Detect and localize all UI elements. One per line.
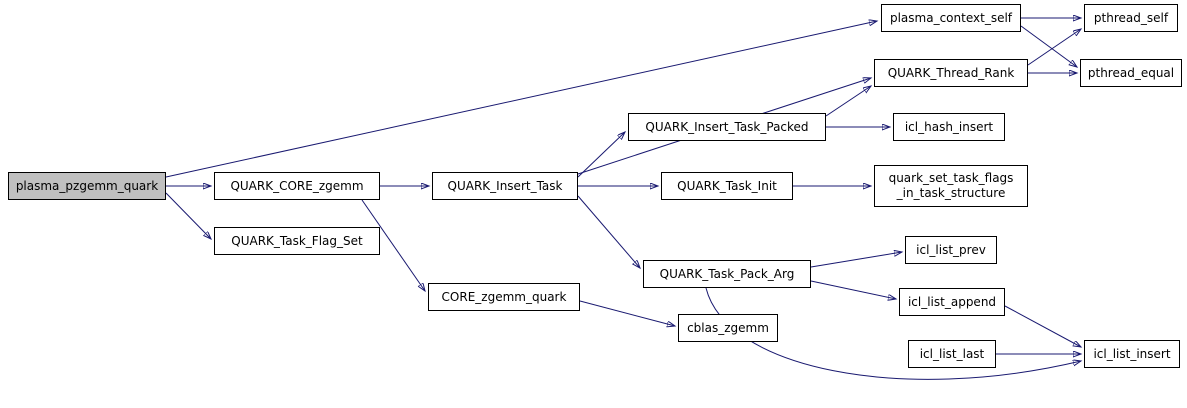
edge-plasma_pzgemm_quark-to-plasma_context_self [165,21,877,178]
edge-icl_list_append-to-icl_list_insert [1004,305,1081,347]
edge-plasma_pzgemm_quark-to-QUARK_Task_Flag_Set [165,192,211,239]
node-icl_list_prev[interactable]: icl_list_prev [905,236,997,264]
edge-plasma_context_self-to-pthread_equal [1020,25,1077,67]
edge-QUARK_Thread_Rank-to-pthread_self [1027,29,1081,66]
edge-QUARK_Insert_Task-to-QUARK_Insert_Task_Packed [577,132,625,178]
node-icl_list_insert[interactable]: icl_list_insert [1084,340,1180,368]
node-quark_set_task_flags_in_task_structure[interactable]: quark_set_task_flags _in_task_structure [874,165,1028,207]
node-QUARK_CORE_zgemm[interactable]: QUARK_CORE_zgemm [214,172,380,200]
node-QUARK_Task_Init[interactable]: QUARK_Task_Init [661,172,793,200]
edge-QUARK_Task_Pack_Arg-to-icl_list_append [810,280,896,299]
edge-QUARK_CORE_zgemm-to-CORE_zgemm_quark [361,199,425,291]
node-plasma_context_self[interactable]: plasma_context_self [881,4,1021,32]
node-pthread_self[interactable]: pthread_self [1084,4,1178,32]
node-icl_hash_insert[interactable]: icl_hash_insert [893,113,1005,141]
node-pthread_equal[interactable]: pthread_equal [1080,59,1182,87]
node-plasma_pzgemm_quark: plasma_pzgemm_quark [8,172,166,200]
node-QUARK_Thread_Rank[interactable]: QUARK_Thread_Rank [874,59,1028,87]
node-QUARK_Insert_Task[interactable]: QUARK_Insert_Task [432,172,578,200]
node-icl_list_last[interactable]: icl_list_last [908,340,996,368]
node-QUARK_Task_Pack_Arg[interactable]: QUARK_Task_Pack_Arg [643,260,811,288]
edge-QUARK_Task_Pack_Arg-to-icl_list_prev [810,252,902,268]
node-CORE_zgemm_quark[interactable]: CORE_zgemm_quark [428,283,580,311]
node-cblas_zgemm[interactable]: cblas_zgemm [678,314,778,342]
edge-QUARK_Insert_Task_Packed-to-QUARK_Thread_Rank [825,86,871,117]
node-QUARK_Insert_Task_Packed[interactable]: QUARK_Insert_Task_Packed [628,113,826,141]
edge-CORE_zgemm_quark-to-cblas_zgemm [579,300,675,326]
node-QUARK_Task_Flag_Set[interactable]: QUARK_Task_Flag_Set [214,227,380,255]
node-icl_list_append[interactable]: icl_list_append [899,288,1005,316]
edge-QUARK_Insert_Task-to-QUARK_Task_Pack_Arg [577,195,640,268]
